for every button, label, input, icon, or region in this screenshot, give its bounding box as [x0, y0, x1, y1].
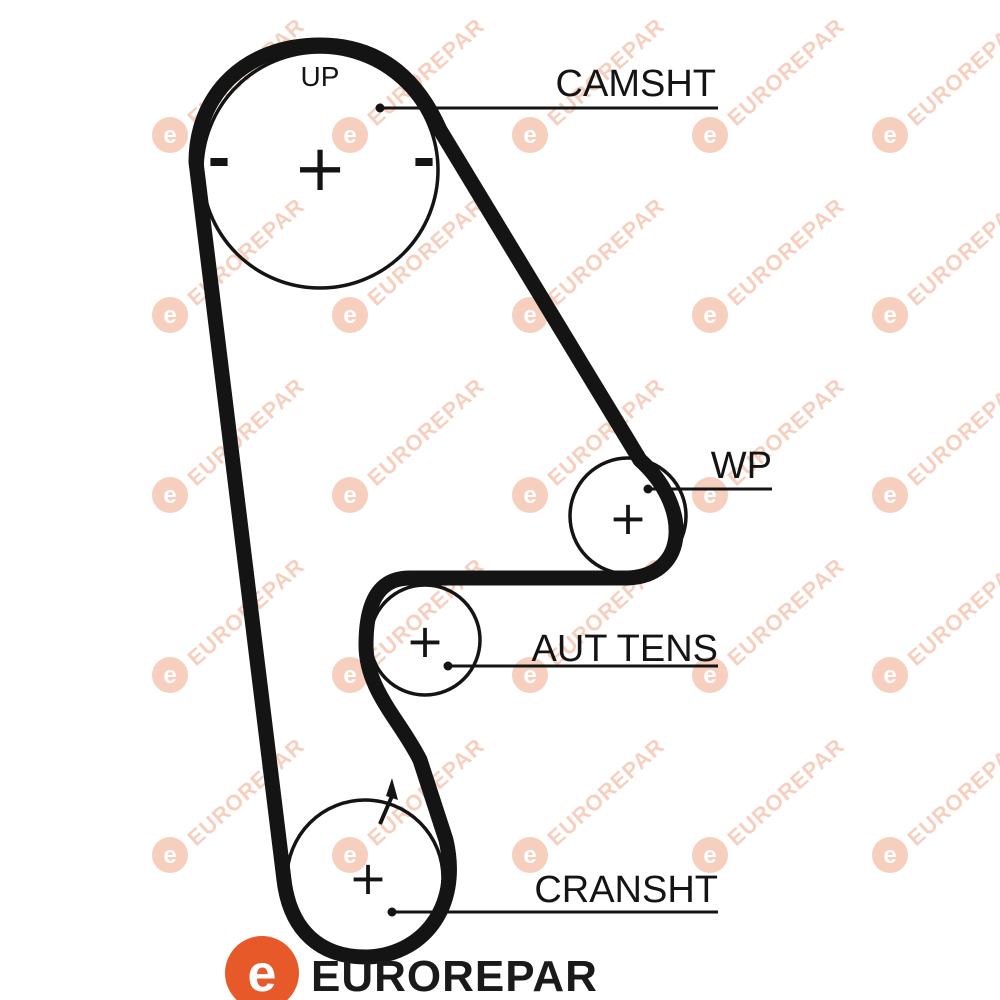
- svg-text:e: e: [703, 662, 716, 689]
- svg-text:e: e: [343, 302, 356, 329]
- water-pump-center-mark: +: [609, 491, 648, 545]
- watermark-tile: e EUROREPAR: [872, 373, 1000, 513]
- svg-text:e: e: [343, 122, 356, 149]
- svg-text:e: e: [703, 302, 716, 329]
- svg-text:e: e: [343, 842, 356, 869]
- svg-text:EUROREPAR: EUROREPAR: [903, 13, 1000, 131]
- camshaft-minus-left: -: [207, 127, 230, 192]
- svg-text:e: e: [523, 302, 536, 329]
- callout-lines: [380, 106, 772, 914]
- leader-dots: [375, 103, 653, 917]
- svg-text:e: e: [703, 842, 716, 869]
- center-marks: + + + +: [293, 132, 647, 905]
- svg-text:EUROREPAR: EUROREPAR: [363, 193, 490, 311]
- svg-text:e: e: [883, 482, 896, 509]
- timing-belt: [188, 37, 684, 965]
- watermark-tile: e EUROREPAR: [332, 373, 489, 513]
- crankshaft-timing-mark: [378, 778, 398, 825]
- svg-text:EUROREPAR: EUROREPAR: [183, 733, 310, 851]
- svg-text:EUROREPAR: EUROREPAR: [183, 373, 310, 491]
- brand-mark-letter: e: [248, 945, 277, 1000]
- camshaft-leader-dot: [375, 103, 385, 113]
- watermark-tile: e EUROREPAR: [512, 193, 669, 333]
- svg-text:e: e: [523, 842, 536, 869]
- svg-text:e: e: [523, 482, 536, 509]
- svg-text:e: e: [703, 122, 716, 149]
- brand-name: EUROREPAR: [311, 952, 598, 1000]
- camshaft-minus-right: -: [412, 127, 435, 192]
- svg-text:EUROREPAR: EUROREPAR: [723, 13, 850, 131]
- svg-text:e: e: [163, 662, 176, 689]
- crankshaft-label: CRANSHT: [534, 869, 718, 911]
- svg-text:EUROREPAR: EUROREPAR: [723, 553, 850, 671]
- svg-text:e: e: [163, 482, 176, 509]
- svg-text:EUROREPAR: EUROREPAR: [723, 733, 850, 851]
- svg-text:e: e: [343, 662, 356, 689]
- svg-text:e: e: [883, 302, 896, 329]
- svg-text:e: e: [883, 842, 896, 869]
- svg-text:EUROREPAR: EUROREPAR: [903, 733, 1000, 851]
- svg-text:EUROREPAR: EUROREPAR: [543, 733, 670, 851]
- watermark-tile: e EUROREPAR: [332, 193, 489, 333]
- tensioner-label: AUT TENS: [531, 628, 718, 670]
- svg-text:e: e: [883, 122, 896, 149]
- camshaft-center-mark: +: [293, 132, 347, 206]
- svg-text:e: e: [343, 482, 356, 509]
- up-label: UP: [301, 61, 340, 92]
- svg-text:EUROREPAR: EUROREPAR: [363, 373, 490, 491]
- camshaft-label: CAMSHT: [556, 63, 716, 105]
- brand-logo: e EUROREPAR: [225, 936, 598, 1000]
- svg-text:e: e: [163, 302, 176, 329]
- tensioner-leader-dot: [443, 661, 453, 671]
- watermark-tile: e EUROREPAR: [872, 733, 1000, 873]
- svg-text:EUROREPAR: EUROREPAR: [903, 373, 1000, 491]
- watermark-tile: e EUROREPAR: [692, 193, 849, 333]
- watermark-tile: e EUROREPAR: [872, 553, 1000, 693]
- watermark-tile: e EUROREPAR: [872, 13, 1000, 153]
- svg-text:EUROREPAR: EUROREPAR: [903, 553, 1000, 671]
- water-pump-label: WP: [711, 445, 772, 487]
- watermark-tile: e EUROREPAR: [512, 733, 669, 873]
- svg-text:e: e: [163, 122, 176, 149]
- svg-text:EUROREPAR: EUROREPAR: [903, 193, 1000, 311]
- watermark-tile: e EUROREPAR: [692, 553, 849, 693]
- watermark-tile: e EUROREPAR: [872, 193, 1000, 333]
- crankshaft-leader-dot: [387, 907, 397, 917]
- watermark-layer: eEUROREPAReEUROREPAReEUROREPAReEUROREPAR…: [152, 13, 1000, 873]
- svg-text:e: e: [523, 122, 536, 149]
- watermark-tile: e EUROREPAR: [692, 733, 849, 873]
- crankshaft-center-mark: +: [349, 851, 388, 905]
- svg-text:EUROREPAR: EUROREPAR: [543, 193, 670, 311]
- svg-text:EUROREPAR: EUROREPAR: [723, 193, 850, 311]
- water-pump-leader-dot: [643, 484, 653, 494]
- svg-text:e: e: [163, 842, 176, 869]
- svg-text:e: e: [883, 662, 896, 689]
- tensioner-center-mark: +: [406, 614, 445, 668]
- brand-mark-icon: [225, 936, 299, 1000]
- svg-text:e: e: [523, 662, 536, 689]
